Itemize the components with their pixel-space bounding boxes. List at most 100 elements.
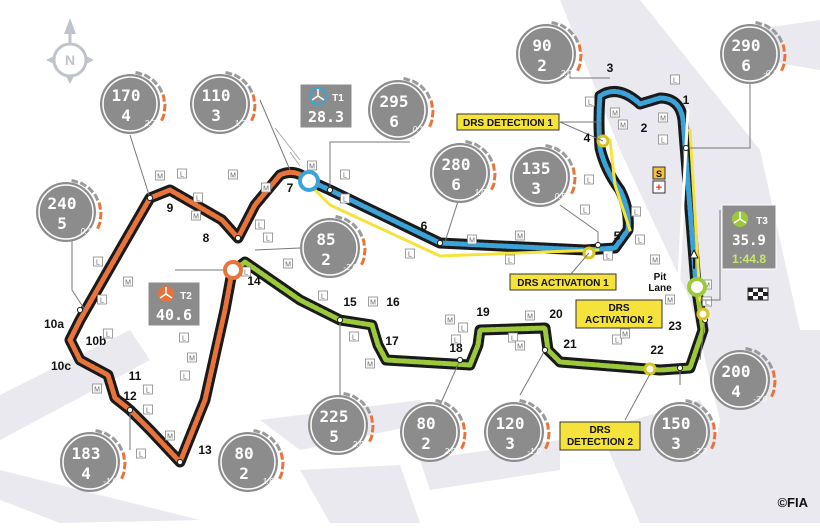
gauge-gear: 2 xyxy=(421,434,431,453)
marshal-post-marker: M xyxy=(610,107,620,118)
sector-marker-t1 xyxy=(298,170,320,192)
svg-text:M: M xyxy=(370,300,376,307)
svg-text:M: M xyxy=(469,238,475,245)
light-panel-marker: L xyxy=(508,332,518,343)
corner-label-22: 22 xyxy=(650,343,664,357)
svg-text:L: L xyxy=(106,332,110,339)
svg-text:L: L xyxy=(634,210,638,217)
svg-text:DRS ACTIVATION 1: DRS ACTIVATION 1 xyxy=(517,278,609,289)
corner-dot xyxy=(594,241,602,249)
sector-timer-t1-time: 28.3 xyxy=(308,108,344,126)
gauge-gear: 6 xyxy=(389,112,399,131)
corner-label-14: 14 xyxy=(247,274,261,288)
svg-text:M: M xyxy=(704,283,710,290)
svg-text:L: L xyxy=(343,173,347,180)
gauge-speed: 290 xyxy=(732,36,761,55)
light-panel-marker: L xyxy=(263,232,273,243)
gauge-gear: 2 xyxy=(537,56,547,75)
svg-text:M: M xyxy=(285,262,291,269)
corner-label-10c: 10c xyxy=(51,359,71,373)
corner-label-2: 2 xyxy=(641,121,648,135)
svg-text:L: L xyxy=(96,260,100,267)
light-panel-marker: L xyxy=(97,294,107,305)
light-panel-marker: L xyxy=(143,404,153,415)
corner-dot xyxy=(456,356,464,364)
sector-marker-t3 xyxy=(687,277,707,297)
svg-text:DRS DETECTION 1: DRS DETECTION 1 xyxy=(463,118,553,129)
svg-text:L: L xyxy=(182,336,186,343)
svg-text:M: M xyxy=(193,214,199,221)
light-panel-marker: L xyxy=(458,322,468,333)
svg-text:M: M xyxy=(660,116,666,123)
gauge-gforce: -2.0 xyxy=(343,263,357,272)
drs-detection-2-point xyxy=(643,362,657,376)
svg-text:L: L xyxy=(673,78,677,85)
marshal-post-marker: M xyxy=(307,160,317,171)
gauge-gear: 6 xyxy=(451,175,461,194)
svg-text:M: M xyxy=(620,123,626,130)
gauge-gear: 5 xyxy=(329,427,339,446)
svg-text:L: L xyxy=(258,223,262,230)
gauge-gear: 6 xyxy=(741,56,751,75)
svg-text:M: M xyxy=(189,356,195,363)
marshal-markers: MLMMLLLMLMLLLMMLLMLMLMLMLLMLLMLMLMLLMLML… xyxy=(92,74,712,459)
svg-text:L: L xyxy=(183,374,187,381)
gauge-gforce: 2.0 xyxy=(351,440,364,449)
gauge-speed: 295 xyxy=(380,92,409,111)
light-panel-marker: L xyxy=(585,96,595,107)
corner-label-9: 9 xyxy=(167,201,174,215)
marshal-post-marker: M xyxy=(445,314,455,325)
svg-text:L: L xyxy=(244,270,248,277)
gauge-speed: 200 xyxy=(722,362,751,381)
gauge-gear: 2 xyxy=(321,250,331,269)
svg-text:L: L xyxy=(461,326,465,333)
marshal-post-marker: M xyxy=(165,430,175,441)
gauge-speed: 150 xyxy=(662,414,691,433)
corner-label-11: 11 xyxy=(129,369,142,383)
svg-text:M: M xyxy=(612,111,618,118)
marshal-post-marker: M xyxy=(92,383,102,394)
corner-label-10a: 10a xyxy=(44,317,64,331)
svg-text:L: L xyxy=(661,138,665,145)
marshal-post-marker: M xyxy=(658,112,668,123)
gauge-gforce: 0.1 xyxy=(412,125,423,134)
gauge-gear: 3 xyxy=(211,106,221,125)
gauge-gforce: -2.2 xyxy=(693,447,707,456)
svg-text:L: L xyxy=(408,252,412,259)
light-panel-marker: L xyxy=(584,174,594,185)
gauge-speed: 135 xyxy=(522,159,551,178)
svg-text:L: L xyxy=(508,258,512,265)
gauge-gear: 3 xyxy=(671,434,681,453)
gauge-speed: 225 xyxy=(320,407,349,426)
svg-text:M: M xyxy=(447,318,453,325)
light-panel-marker: L xyxy=(658,134,668,145)
corner-label-17: 17 xyxy=(385,334,399,348)
corner-dot xyxy=(234,234,242,242)
svg-text:M: M xyxy=(367,362,373,369)
light-panel-marker: L xyxy=(603,250,613,261)
light-panel-marker: L xyxy=(193,192,203,203)
marshal-post-marker: M xyxy=(620,328,630,339)
gauge-speed: 240 xyxy=(48,194,77,213)
light-panel-marker: L xyxy=(179,332,189,343)
corner-label-6: 6 xyxy=(421,219,428,233)
sector-timer-t3-time: 35.9 xyxy=(732,233,766,249)
marshal-post-marker: M xyxy=(155,170,165,181)
svg-text:L: L xyxy=(583,208,587,215)
sector-2 xyxy=(229,259,706,373)
corner-dot xyxy=(126,406,134,414)
copyright: ©FIA xyxy=(777,495,808,510)
gauge-gear: 4 xyxy=(81,464,91,483)
sector-3 xyxy=(305,89,699,288)
gauge-speed: 280 xyxy=(442,155,471,174)
gauge-gforce: -1.0 xyxy=(527,447,541,456)
gauge-gforce: -0.1 xyxy=(763,69,777,78)
marshal-post-marker: M xyxy=(515,230,525,241)
marshal-post-marker: M xyxy=(191,210,201,221)
